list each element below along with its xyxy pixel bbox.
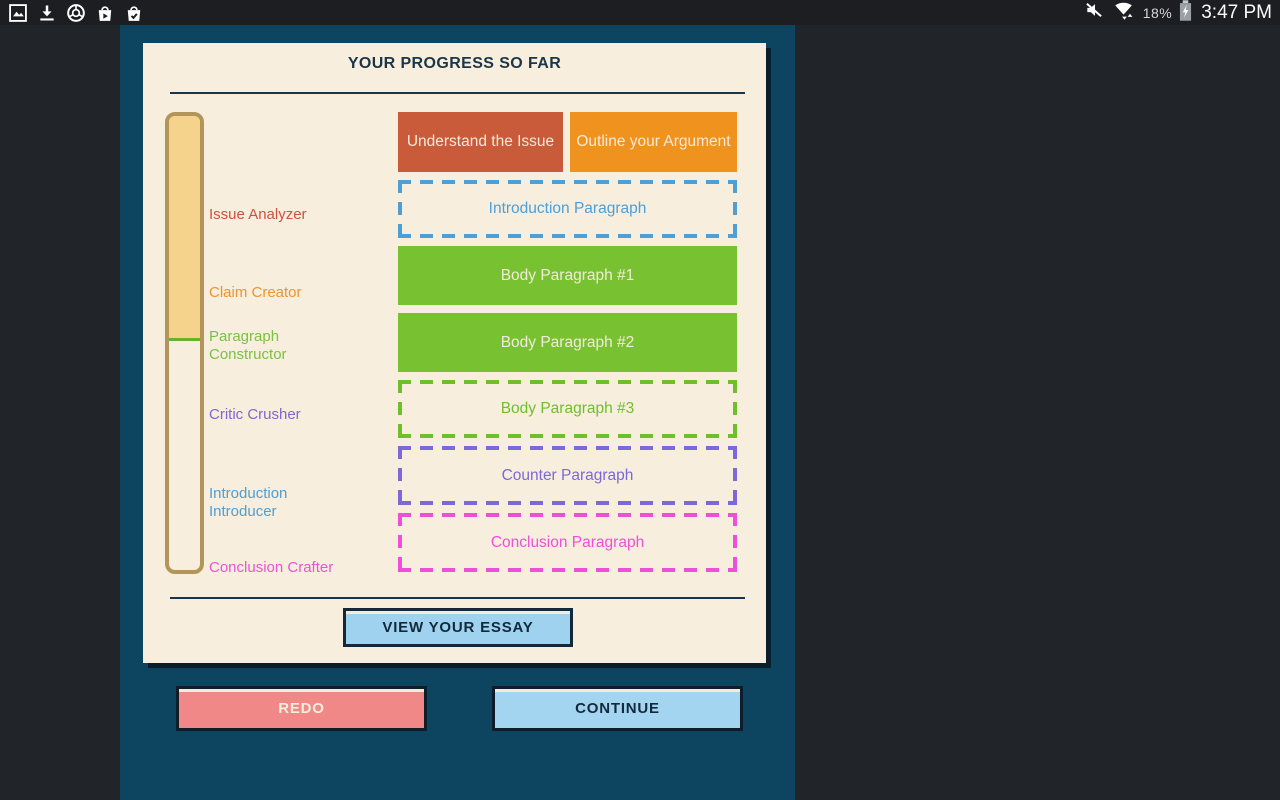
- level-label-conclusion-crafter: Conclusion Crafter: [209, 559, 334, 576]
- progress-meter: [165, 112, 204, 574]
- download-icon: [37, 3, 57, 23]
- divider-top: [170, 92, 745, 94]
- essay-block-body-paragraph-2: Body Paragraph #2: [398, 313, 737, 372]
- essay-block-body-paragraph-1: Body Paragraph #1: [398, 246, 737, 305]
- status-bar-system-icons: 18% 3:47 PM: [1083, 0, 1272, 26]
- page-title: YOUR PROGRESS SO FAR: [347, 55, 562, 72]
- clock-label: 3:47 PM: [1201, 1, 1272, 23]
- play-store-icon: [95, 3, 115, 23]
- essay-block-body-paragraph-3: Body Paragraph #3: [398, 380, 737, 438]
- divider-bottom: [170, 597, 745, 599]
- chrome-icon: [66, 3, 86, 23]
- progress-meter-fill: [169, 116, 200, 338]
- wifi-icon: [1112, 0, 1136, 26]
- level-label-claim-creator: Claim Creator: [209, 284, 302, 301]
- continue-button[interactable]: CONTINUE: [492, 686, 743, 731]
- redo-button[interactable]: REDO: [176, 686, 427, 731]
- level-label-paragraph-constructor: Paragraph Constructor: [209, 328, 287, 363]
- level-label-introduction-introducer: Introduction Introducer: [209, 485, 288, 520]
- progress-meter-marker: [169, 338, 200, 341]
- level-label-critic-crusher: Critic Crusher: [209, 406, 301, 423]
- level-label-issue-analyzer: Issue Analyzer: [209, 206, 307, 223]
- view-your-essay-button[interactable]: VIEW YOUR ESSAY: [343, 608, 573, 647]
- volume-mute-icon: [1083, 0, 1105, 25]
- essay-block-outline-your-argument: Outline your Argument: [570, 112, 737, 172]
- battery-charging-icon: [1179, 0, 1192, 26]
- status-bar: 18% 3:47 PM: [0, 0, 1280, 25]
- essay-block-counter-paragraph: Counter Paragraph: [398, 446, 737, 505]
- essay-block-introduction-paragraph: Introduction Paragraph: [398, 180, 737, 238]
- status-bar-notification-icons: [8, 3, 144, 23]
- essay-block-understand-the-issue: Understand the Issue: [398, 112, 563, 172]
- gallery-icon: [8, 3, 28, 23]
- battery-percent-label: 18%: [1142, 4, 1173, 21]
- play-store-check-icon: [124, 3, 144, 23]
- progress-card: YOUR PROGRESS SO FAR Issue Analyzer Clai…: [143, 43, 766, 663]
- essay-block-conclusion-paragraph: Conclusion Paragraph: [398, 513, 737, 572]
